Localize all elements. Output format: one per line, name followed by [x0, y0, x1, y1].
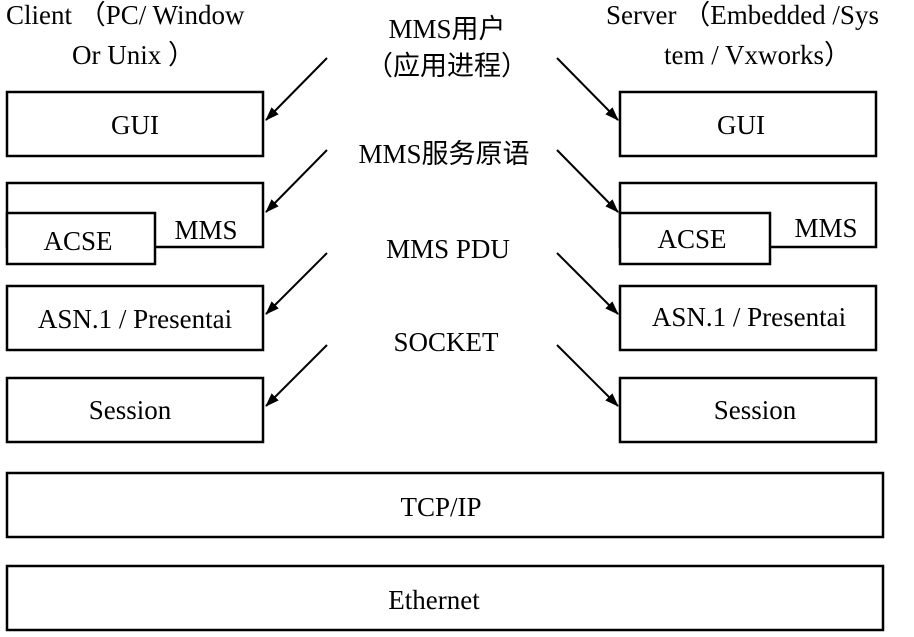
arrow-to-client-gui [265, 57, 328, 121]
client-session-label: Session [89, 395, 172, 425]
client-asn1-box [5, 284, 265, 352]
client-gui-label: GUI [111, 110, 159, 140]
arrow-to-client-asn1 [265, 252, 328, 315]
server-gui-label: GUI [717, 110, 765, 140]
arrow-to-client-mms [265, 149, 328, 213]
arrow-to-server-mms [556, 149, 619, 213]
server-mms-label: MMS [794, 213, 857, 243]
mms-primitive-label: MMS服务原语 [358, 139, 529, 169]
ethernet-label: Ethernet [388, 585, 480, 615]
arrow-to-server-asn1 [556, 252, 619, 315]
client-acse-box [5, 211, 157, 266]
client-gui-box [5, 90, 265, 158]
server-session-box [618, 376, 878, 444]
tcpip-label: TCP/IP [400, 492, 481, 522]
client-title-line2: Or Unix ） [72, 40, 195, 70]
server-title-line2: tem / Vxworks） [664, 40, 851, 70]
server-title-line1: Server （Embedded /Sys [606, 0, 879, 30]
arrow-to-server-gui [556, 57, 619, 121]
server-asn1-label: ASN.1 / Presentai [652, 302, 846, 332]
client-acse-label: ACSE [43, 226, 112, 256]
mms-pdu-label: MMS PDU [386, 234, 510, 264]
arrow-to-client-session [265, 344, 328, 407]
tcpip-box [5, 471, 885, 539]
socket-label: SOCKET [393, 327, 499, 357]
ethernet-box [5, 564, 885, 632]
mms-user-label: MMS用户 [388, 14, 505, 44]
client-mms-label: MMS [174, 215, 237, 245]
server-gui-box [618, 90, 878, 158]
server-asn1-box [618, 284, 878, 352]
client-asn1-label: ASN.1 / Presentai [38, 304, 232, 334]
client-session-box [5, 376, 265, 444]
server-session-label: Session [714, 395, 797, 425]
server-acse-label: ACSE [657, 224, 726, 254]
arrow-to-server-session [556, 344, 619, 407]
mms-user-sublabel: （应用进程） [366, 51, 528, 81]
client-title-line1: Client （PC/ Window [6, 0, 245, 30]
server-acse-box [618, 211, 772, 266]
